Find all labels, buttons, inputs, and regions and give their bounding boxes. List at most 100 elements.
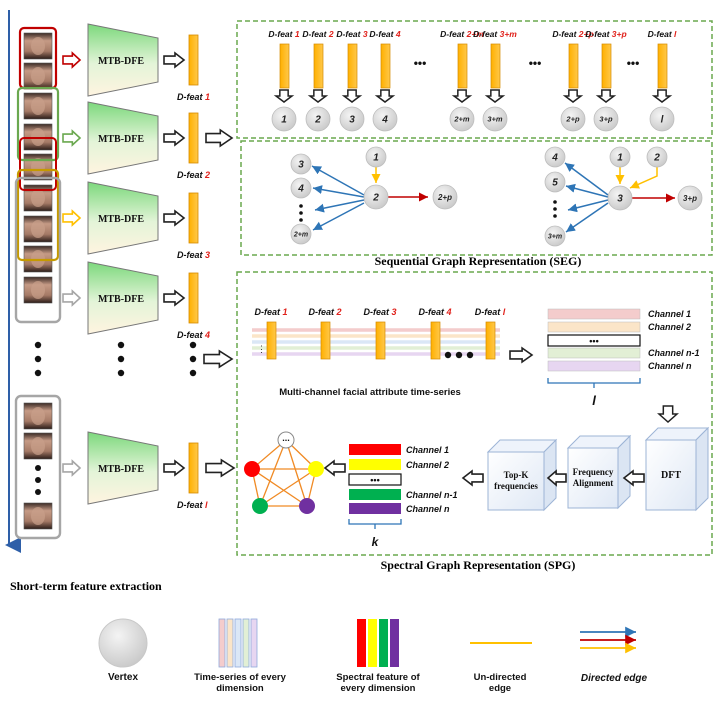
dfeat-index: l [674, 29, 677, 39]
label-line: Frequency [573, 467, 614, 477]
seg-vertex [482, 106, 508, 132]
spg-title: Spectral Graph Representation (SPG) [381, 558, 576, 572]
face-oval [31, 281, 45, 299]
dfeat-prefix: D-feat [177, 250, 205, 260]
directed-edge [629, 166, 658, 189]
dfeat-index: 2+p [578, 29, 594, 39]
dfeat-index: 3 [392, 307, 397, 317]
dfeat-bar [657, 43, 668, 89]
vertex-label: 3+p [599, 115, 613, 124]
ellipsis-dot [299, 204, 303, 208]
dfeat-bar [188, 192, 199, 244]
legend-vertex-swatch [98, 618, 148, 668]
dfeat-label: D-feat 1 [254, 307, 287, 317]
dfeat-index: 2+m [466, 29, 485, 39]
dfeat-prefix: D-feat [440, 29, 466, 39]
dfeat-prefix: D-feat [363, 307, 391, 317]
time-slice [375, 321, 386, 360]
mtb-dfe-label: MTB-DFE [98, 214, 144, 225]
seg-vertex [305, 106, 331, 132]
dfeat-label: D-feat 3 [336, 29, 367, 39]
ellipsis-dot [117, 341, 125, 349]
mtb-dfe-block [87, 101, 159, 175]
ellipsis-dot [299, 218, 303, 222]
dfeat-index: 2 [336, 307, 342, 317]
dfeat-index: 2 [328, 29, 334, 39]
dfeat-prefix: D-feat [336, 29, 362, 39]
directed-edge [564, 162, 609, 196]
mtb-dfe-block [87, 261, 159, 335]
spectral-strip [349, 459, 401, 470]
dfeat-index: 1 [283, 307, 288, 317]
directed-edge [312, 185, 365, 198]
dfeat-prefix: D-feat [473, 29, 499, 39]
ellipsis: ••• [414, 56, 427, 70]
freq-align-block [567, 447, 619, 509]
ellipsis: ••• [370, 475, 379, 485]
label-line: Spectral feature of [336, 672, 420, 683]
down-arrow [651, 89, 673, 103]
vertex-label: 5 [552, 178, 558, 189]
spectral-strip [349, 444, 401, 455]
vertex-label: 3+m [487, 115, 503, 124]
spectral-vertex [299, 498, 315, 514]
input-arrow [62, 209, 82, 227]
face-oval [31, 158, 45, 176]
dfeat-bar [568, 43, 579, 89]
channel-label: Channel 1 [648, 309, 691, 319]
face-oval [31, 437, 45, 455]
undirected-edge [285, 439, 308, 507]
dfeat-index: l [503, 307, 506, 317]
down-arrow [562, 89, 584, 103]
k-brace [348, 519, 402, 529]
topk-block [487, 451, 545, 511]
vertex-label: 2 [314, 115, 321, 126]
feature-arrow [163, 289, 186, 307]
directed-edge [565, 202, 609, 233]
channel-label: Channel 1 [406, 445, 449, 455]
left-arrow [546, 469, 567, 487]
channel-label: Channel n-1 [648, 348, 700, 358]
seg-vertex [372, 106, 398, 132]
dfeat-bar [188, 34, 199, 86]
feature-arrow [163, 209, 186, 227]
seg-vertex [339, 106, 365, 132]
down-arrow [451, 89, 473, 103]
ellipsis: ••• [529, 56, 542, 70]
ellipsis-dot [553, 207, 557, 211]
dfeat-prefix: D-feat [177, 170, 205, 180]
dfeat-prefix: D-feat [475, 307, 503, 317]
dfeat-prefix: D-feat [308, 307, 336, 317]
vertex-label: l [661, 115, 664, 126]
dfeat-index: 3+p [612, 29, 627, 39]
ellipsis-dot [189, 369, 197, 377]
vertex-label: 3 [349, 115, 355, 126]
to-channels-arrow [509, 346, 534, 364]
mtb-dfe-block [87, 181, 159, 255]
legend-directed-label: Directed edge [581, 673, 648, 684]
face-oval [31, 507, 45, 525]
time-slice [485, 321, 496, 360]
dfeat-prefix: D-feat [648, 29, 674, 39]
legend-timeseries-strip [234, 618, 242, 668]
legend-timeseries-strip [226, 618, 234, 668]
seg-title: Sequential Graph Representation (SEG) [375, 254, 582, 268]
legend-spectral-strip [390, 619, 399, 667]
length-brace [547, 378, 641, 388]
label-line: edge [489, 683, 511, 694]
undirected-edge [251, 468, 308, 507]
ellipsis-dot [117, 369, 125, 377]
time-slice [320, 321, 331, 360]
seg-vertex [607, 185, 633, 211]
input-arrow [62, 129, 82, 147]
left-arrow [323, 459, 346, 477]
face-oval [31, 189, 45, 207]
dfeat-bar [380, 43, 391, 89]
dfeat-bar [601, 43, 612, 89]
input-arrow [62, 51, 82, 69]
dfeat-label: D-feat 1 [177, 92, 210, 102]
dfeat-bar [188, 272, 199, 324]
window-2-outline [16, 86, 60, 162]
